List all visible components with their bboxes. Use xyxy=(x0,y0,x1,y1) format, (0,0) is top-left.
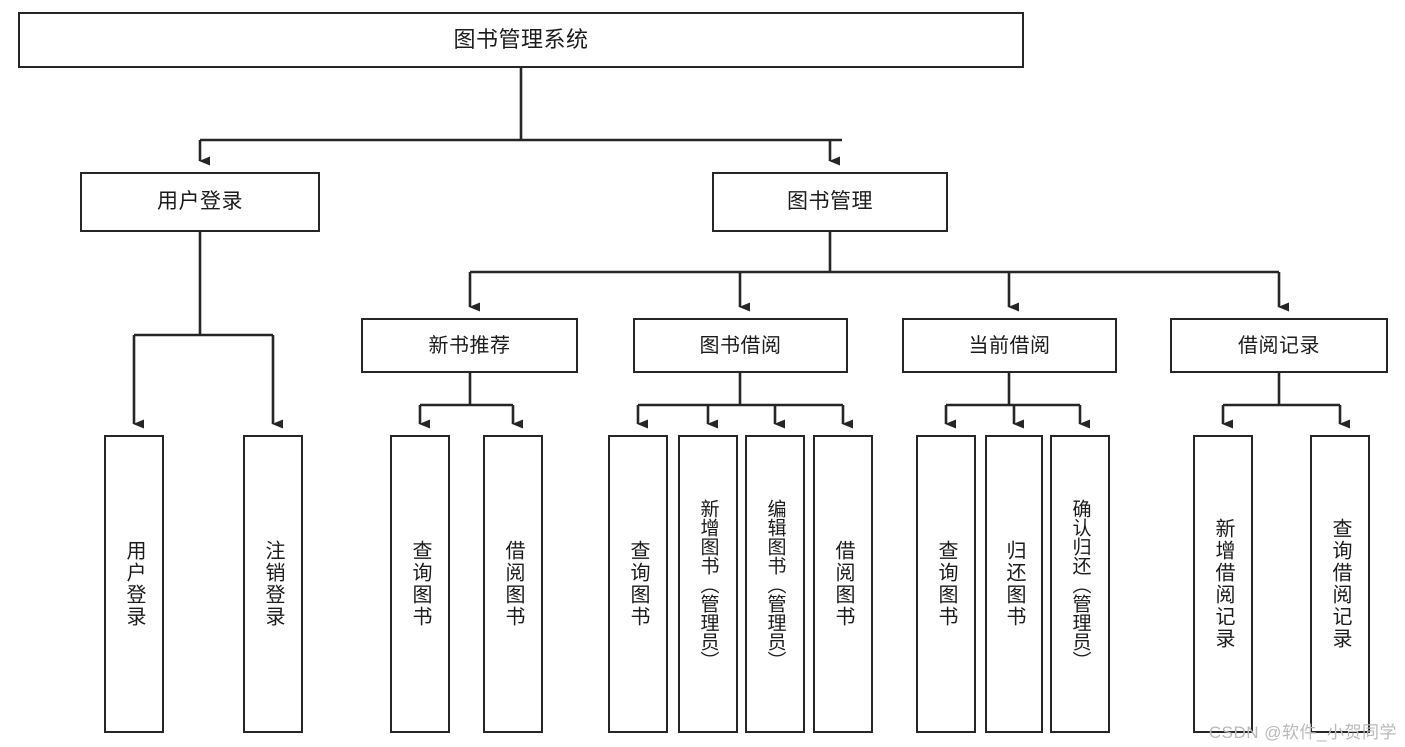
leaf-confirm-return-admin-label: 确认归还（管理员） xyxy=(1069,498,1091,670)
leaf-add-borrow-record[interactable]: 新增借阅记录 xyxy=(1193,435,1253,733)
node-book-management[interactable]: 图书管理 xyxy=(712,172,948,232)
node-book-management-label: 图书管理 xyxy=(787,190,873,214)
leaf-add-borrow-record-label: 新增借阅记录 xyxy=(1212,518,1234,650)
leaf-query-book-current[interactable]: 查询图书 xyxy=(916,435,976,733)
node-new-book-recommend[interactable]: 新书推荐 xyxy=(361,318,578,373)
leaf-add-book-admin-label: 新增图书（管理员） xyxy=(697,498,719,670)
node-root[interactable]: 图书管理系统 xyxy=(18,12,1024,68)
leaf-edit-book-admin-label: 编辑图书（管理员） xyxy=(764,498,786,670)
leaf-return-book[interactable]: 归还图书 xyxy=(985,435,1043,733)
leaf-borrow-book-label: 借阅图书 xyxy=(832,540,854,628)
leaf-borrow-book-recommend[interactable]: 借阅图书 xyxy=(483,435,543,733)
node-borrow-record-label: 借阅记录 xyxy=(1238,334,1320,357)
leaf-borrow-book[interactable]: 借阅图书 xyxy=(813,435,873,733)
node-book-borrow[interactable]: 图书借阅 xyxy=(633,318,848,373)
leaf-user-login-label: 用户登录 xyxy=(123,540,145,628)
leaf-edit-book-admin[interactable]: 编辑图书（管理员） xyxy=(745,435,805,733)
leaf-user-login[interactable]: 用户登录 xyxy=(104,435,164,733)
node-book-borrow-label: 图书借阅 xyxy=(699,334,782,357)
leaf-query-book-current-label: 查询图书 xyxy=(935,540,957,628)
node-current-borrow[interactable]: 当前借阅 xyxy=(902,318,1117,373)
watermark-text: CSDN @软件_小贺同学 xyxy=(1208,723,1397,742)
node-user-login-label: 用户登录 xyxy=(157,190,243,214)
leaf-query-borrow-record[interactable]: 查询借阅记录 xyxy=(1310,435,1370,733)
leaf-confirm-return-admin[interactable]: 确认归还（管理员） xyxy=(1050,435,1110,733)
leaf-logout[interactable]: 注销登录 xyxy=(243,435,303,733)
leaf-query-borrow-record-label: 查询借阅记录 xyxy=(1329,518,1351,650)
leaf-query-book-recommend[interactable]: 查询图书 xyxy=(390,435,450,733)
node-borrow-record[interactable]: 借阅记录 xyxy=(1170,318,1388,373)
leaf-query-book-borrow[interactable]: 查询图书 xyxy=(608,435,668,733)
leaf-borrow-book-recommend-label: 借阅图书 xyxy=(502,540,524,628)
node-current-borrow-label: 当前借阅 xyxy=(968,334,1051,357)
leaf-add-book-admin[interactable]: 新增图书（管理员） xyxy=(678,435,738,733)
node-new-book-recommend-label: 新书推荐 xyxy=(428,334,511,357)
node-user-login[interactable]: 用户登录 xyxy=(80,172,320,232)
leaf-return-book-label: 归还图书 xyxy=(1003,540,1025,628)
leaf-query-book-borrow-label: 查询图书 xyxy=(627,540,649,628)
leaf-logout-label: 注销登录 xyxy=(262,540,284,628)
node-root-label: 图书管理系统 xyxy=(453,26,589,52)
leaf-query-book-recommend-label: 查询图书 xyxy=(409,540,431,628)
